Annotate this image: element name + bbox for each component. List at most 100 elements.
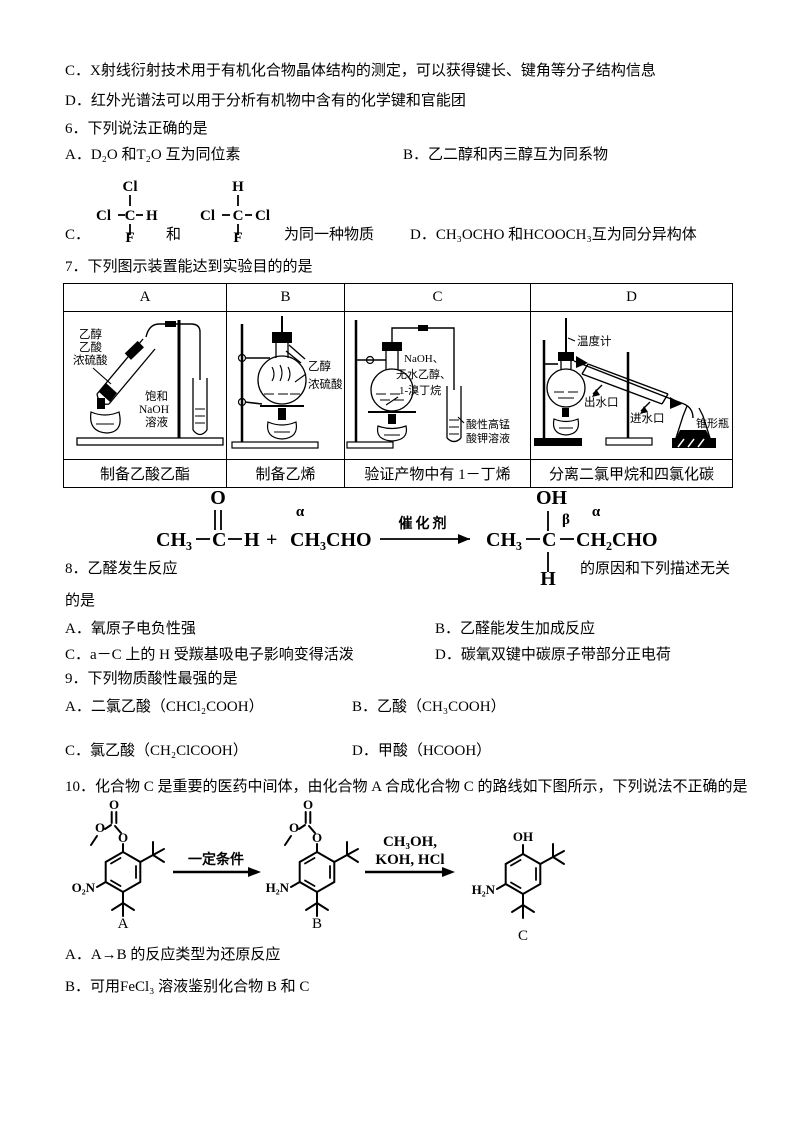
water-outlet-label: 出水口 <box>584 395 619 409</box>
q6-structure-2: H Cl C Cl F <box>200 179 270 246</box>
thermometer-label: 温度计 <box>577 334 612 348</box>
svg-text:1-溴丁烷: 1-溴丁烷 <box>399 383 441 397</box>
alpha-label-reactant: α <box>296 504 305 520</box>
reactant2-formula: CH₃CHO <box>290 529 372 551</box>
amine-group-label: H₂N <box>472 882 496 897</box>
q7-caption-b: 制备乙烯 <box>226 459 345 488</box>
beta-label: β <box>562 512 570 528</box>
svg-text:浓硫酸: 浓硫酸 <box>73 353 108 367</box>
q9-option-a: A．二氯乙酸（CHCl₂COOH） <box>65 699 264 715</box>
struct2-center-atom: C <box>233 208 244 224</box>
product-oh: OH <box>536 487 568 509</box>
reactant1-o: O <box>210 487 226 509</box>
q7-header-b: B <box>226 283 345 312</box>
compound-c-structure: OH H₂N <box>472 829 565 919</box>
apparatus-b-diagram: 乙醇 浓硫酸 <box>230 316 343 449</box>
struct1-top-atom: Cl <box>123 179 138 195</box>
compound-c-label: C <box>518 928 528 944</box>
q6-stem: 6．下列说法正确的是 <box>65 121 208 137</box>
option-d-infrared: D．红外光谱法可以用于分析有机物中含有的化学键和官能团 <box>65 93 466 109</box>
q10-option-a: A．A→B 的反应类型为还原反应 <box>65 947 281 963</box>
option-c-xray: C．X射线衍射技术用于有机化合物晶体结构的测定，可以获得键长、键角等分子结构信息 <box>65 63 656 79</box>
struct1-right-atom: H <box>146 208 158 224</box>
ester-o-atom: O <box>289 820 299 835</box>
q6-option-d: D．CH₃OCHO 和HCOOCH₃互为同分异构体 <box>410 227 697 243</box>
apparatus-a-solution-label: 饱和 <box>145 389 168 403</box>
q6-option-c-text: 为同一种物质 <box>284 227 375 243</box>
svg-text:NaOH: NaOH <box>139 404 169 416</box>
apparatus-c-reagent-label: NaOH、 <box>404 353 444 365</box>
reactant1-ch3: CH₃ <box>156 529 192 551</box>
ring-o-atom: O <box>118 830 128 845</box>
product-h: H <box>540 568 556 590</box>
apparatus-a-reagent-label: 乙醇 <box>79 327 102 341</box>
struct2-right-atom: Cl <box>255 208 270 224</box>
q10-option-b: B．可用FeCl₃ 溶液鉴别化合物 B 和 C <box>65 979 310 995</box>
conical-flask-label: 锥形瓶 <box>696 416 729 430</box>
q8-option-c: C．a－C 上的 H 受羰基吸电子影响变得活泼 <box>65 647 354 663</box>
svg-text:溶液: 溶液 <box>145 415 168 429</box>
nitro-group-label: O₂N <box>72 880 96 895</box>
q8-stem-cont: 的是 <box>65 593 96 609</box>
svg-text:乙酸: 乙酸 <box>79 340 102 354</box>
q7-caption-d: 分离二氯甲烷和四氯化碳 <box>530 459 733 488</box>
struct1-left-atom: Cl <box>96 208 111 224</box>
compound-a-structure: O O O O₂N <box>72 797 165 917</box>
struct2-bottom-atom: F <box>233 230 242 246</box>
q10-stem: 10．化合物 C 是重要的医药中间体，由化合物 A 合成化合物 C 的路线如下图… <box>65 779 748 795</box>
svg-text:无水乙醇、: 无水乙醇、 <box>396 367 451 381</box>
carbonyl-o-atom: O <box>109 797 119 812</box>
q7-caption-c: 验证产物中有 1－丁烯 <box>344 459 531 488</box>
q8-option-b: B．乙醛能发生加成反应 <box>435 621 596 637</box>
struct2-left-atom: Cl <box>200 208 215 224</box>
compound-b-label: B <box>312 916 322 932</box>
q7-caption-a: 制备乙酸乙酯 <box>63 459 227 488</box>
apparatus-c-solution-label: 酸性高锰 <box>466 417 510 431</box>
q9-option-b: B．乙酸（CH₃COOH） <box>352 699 506 715</box>
q6-structure-1: Cl Cl C H F <box>96 179 158 246</box>
struct1-bottom-atom: F <box>125 230 134 246</box>
struct1-center-atom: C <box>125 208 136 224</box>
q8-stem-left: 8．乙醛发生反应 <box>65 561 178 577</box>
struct2-top-atom: H <box>232 179 244 195</box>
water-inlet-label: 进水口 <box>630 412 665 425</box>
q6-option-c-and: 和 <box>166 227 182 243</box>
ester-o-atom: O <box>95 820 105 835</box>
catalyst-label: 催化剂 <box>399 515 450 532</box>
q6-option-c-label: C． <box>65 227 91 243</box>
hydroxyl-group-label: OH <box>513 829 533 844</box>
reactant1-h: H <box>244 529 260 551</box>
svg-text:酸钾溶液: 酸钾溶液 <box>466 431 510 445</box>
q9-option-d: D．甲酸（HCOOH） <box>352 743 492 759</box>
q7-stem: 7．下列图示装置能达到实验目的的是 <box>65 259 313 275</box>
q7-header-a: A <box>63 283 227 312</box>
product-tail: CH₂CHO <box>576 529 658 551</box>
q7-apparatus-table: A B C D 乙醇 乙酸 浓硫酸 <box>63 283 733 488</box>
reaction-condition-1: 一定条件 <box>188 851 244 868</box>
q9-stem: 9．下列物质酸性最强的是 <box>65 671 238 687</box>
svg-text:浓硫酸: 浓硫酸 <box>308 377 343 391</box>
q8-stem-right: 的原因和下列描述无关 <box>580 561 731 577</box>
reaction-condition-2b: KOH, HCl <box>375 852 444 868</box>
plus-sign: + <box>266 529 277 551</box>
product-ch3: CH₃ <box>486 529 522 551</box>
apparatus-a-diagram: 乙醇 乙酸 浓硫酸 <box>73 320 224 446</box>
compound-a-label: A <box>118 916 129 932</box>
q9-option-c: C．氯乙酸（CH₂ClCOOH） <box>65 743 248 759</box>
q10-synthesis-scheme: O O O O₂N 一定条件 O O O <box>72 797 565 944</box>
alpha-label-product: α <box>592 504 601 520</box>
q8-option-a: A．氧原子电负性强 <box>65 621 196 637</box>
q6-option-b: B．乙二醇和丙三醇互为同系物 <box>403 147 609 163</box>
q7-header-d: D <box>530 283 733 312</box>
reaction-condition-2a: CH₃OH, <box>383 834 437 850</box>
carbonyl-o-atom: O <box>303 797 313 812</box>
ring-o-atom: O <box>312 830 322 845</box>
q8-option-d: D．碳氧双键中碳原子带部分正电荷 <box>435 647 671 663</box>
compound-b-structure: O O O H₂N <box>266 797 359 917</box>
apparatus-c-diagram: NaOH、 无水乙醇、 1-溴丁烷 酸性高锰 酸钾溶液 <box>345 320 510 449</box>
apparatus-b-reagent-label: 乙醇 <box>308 359 331 373</box>
q7-header-c: C <box>344 283 531 312</box>
product-c: C <box>542 529 556 551</box>
reaction-equation: CH₃ C O H + α CH₃CHO 催化剂 CH₃ C OH β α CH… <box>156 487 658 590</box>
